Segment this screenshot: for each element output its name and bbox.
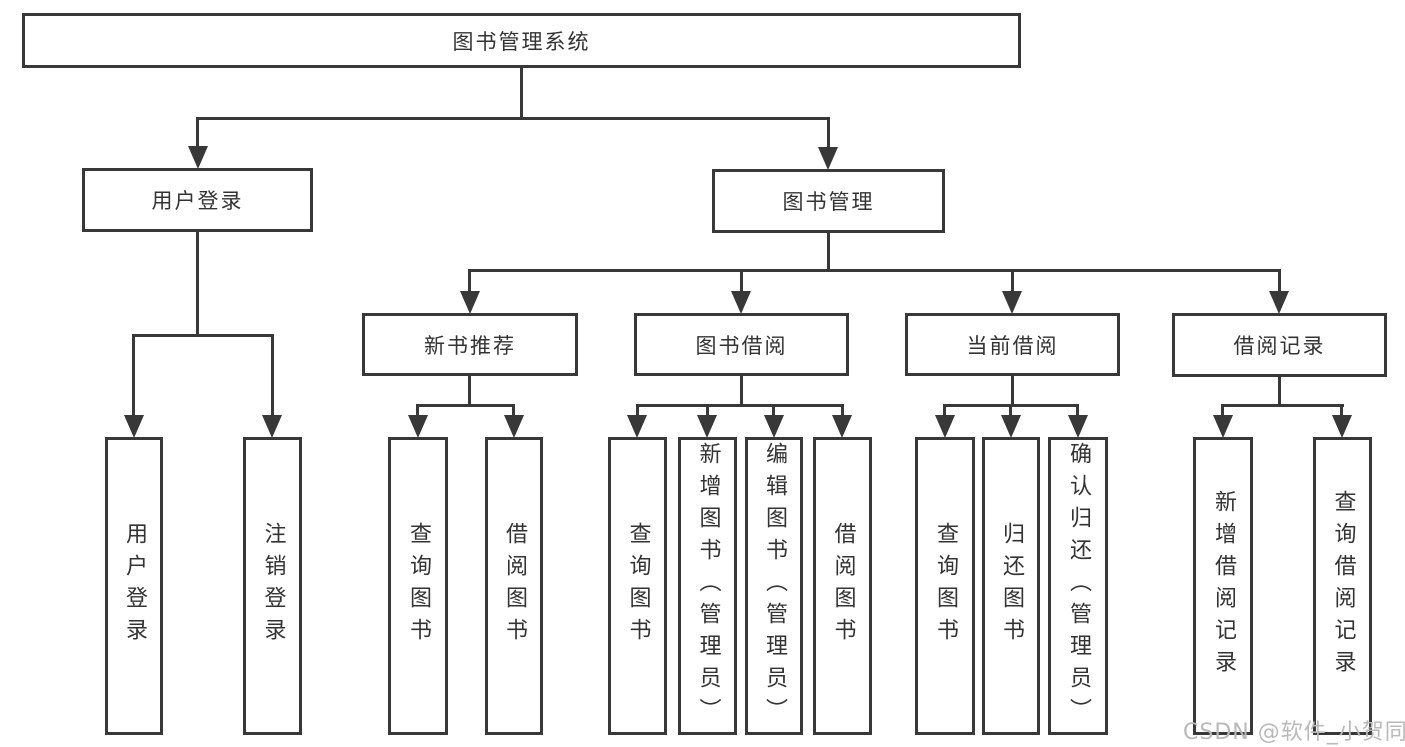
connector-line xyxy=(1278,269,1281,294)
arrow-down-icon xyxy=(408,415,428,438)
arrow-down-icon xyxy=(764,415,784,438)
leaf-user-login-label: 用户登录 xyxy=(122,522,147,650)
connector-line xyxy=(1278,377,1281,407)
arrow-down-icon xyxy=(1213,415,1233,438)
leaf-borrow-books-recommend-label: 借阅图书 xyxy=(502,522,527,650)
leaf-query-borrow-record-label: 查询借阅记录 xyxy=(1330,490,1356,682)
arrow-down-icon xyxy=(1001,415,1021,438)
arrow-down-icon xyxy=(504,415,524,438)
arrow-down-icon xyxy=(818,147,838,170)
leaf-query-books-recommend-label: 查询图书 xyxy=(406,522,431,650)
connector-line xyxy=(196,117,830,120)
arrow-down-icon xyxy=(935,415,955,438)
arrow-down-icon xyxy=(1068,415,1088,438)
arrow-down-icon xyxy=(731,291,751,314)
connector-line xyxy=(1221,404,1344,407)
node-user-login: 用户登录 xyxy=(82,168,313,232)
connector-line xyxy=(196,232,199,336)
arrow-down-icon xyxy=(697,415,717,438)
leaf-edit-books-admin: 编辑图书（管理员） xyxy=(745,437,803,735)
connector-line xyxy=(416,404,515,407)
csdn-watermark: CSDN @软件_小贺同学 xyxy=(1183,720,1405,745)
node-root: 图书管理系统 xyxy=(22,13,1021,68)
connector-line xyxy=(1009,404,1012,421)
connector-line xyxy=(827,117,830,148)
connector-line xyxy=(636,404,844,407)
leaf-return-books: 归还图书 xyxy=(982,437,1040,735)
node-current-borrowing: 当前借阅 xyxy=(905,313,1120,376)
node-book-management: 图书管理 xyxy=(712,169,945,233)
connector-line xyxy=(520,68,523,120)
leaf-query-books-current-label: 查询图书 xyxy=(933,522,958,650)
node-user-login-label: 用户登录 xyxy=(151,189,244,213)
leaf-query-books-current: 查询图书 xyxy=(915,437,975,735)
connector-line xyxy=(468,269,1281,272)
leaf-logout: 注销登录 xyxy=(243,437,302,735)
leaf-query-borrow-record: 查询借阅记录 xyxy=(1313,437,1372,735)
connector-line xyxy=(512,404,515,421)
arrow-down-icon xyxy=(627,415,647,438)
connector-line xyxy=(841,404,844,421)
leaf-borrow-books: 借阅图书 xyxy=(813,437,872,735)
connector-line xyxy=(416,404,419,421)
leaf-add-borrow-record-label: 新增借阅记录 xyxy=(1211,490,1236,682)
leaf-add-borrow-record: 新增借阅记录 xyxy=(1193,437,1253,735)
connector-line xyxy=(740,269,743,294)
leaf-confirm-return-admin-label: 确认归还（管理员） xyxy=(1066,442,1091,730)
node-current-borrowing-label: 当前借阅 xyxy=(966,333,1059,358)
connector-line xyxy=(271,334,274,420)
arrow-down-icon xyxy=(1002,291,1022,314)
connector-line xyxy=(827,233,830,272)
node-root-label: 图书管理系统 xyxy=(452,29,591,54)
connector-line xyxy=(132,334,274,337)
node-new-book-recommend: 新书推荐 xyxy=(362,313,578,376)
node-new-book-recommend-label: 新书推荐 xyxy=(424,333,516,358)
arrow-down-icon xyxy=(1332,415,1352,438)
arrow-down-icon xyxy=(832,415,852,438)
arrow-down-icon xyxy=(1269,291,1289,314)
connector-line xyxy=(196,117,199,148)
arrow-down-icon xyxy=(460,291,480,314)
leaf-query-books-borrowing-label: 查询图书 xyxy=(625,522,651,650)
connector-line xyxy=(1340,404,1343,421)
leaf-logout-label: 注销登录 xyxy=(260,522,286,650)
node-book-management-label: 图书管理 xyxy=(782,190,875,214)
leaf-add-books-admin: 新增图书（管理员） xyxy=(678,437,737,735)
node-borrowing-records: 借阅记录 xyxy=(1172,313,1387,377)
connector-line xyxy=(1076,404,1079,421)
node-borrowing-records-label: 借阅记录 xyxy=(1233,334,1326,358)
connector-line xyxy=(636,404,639,421)
leaf-user-login: 用户登录 xyxy=(105,437,163,735)
node-book-borrowing-label: 图书借阅 xyxy=(695,333,788,358)
leaf-confirm-return-admin: 确认归还（管理员） xyxy=(1048,437,1108,735)
leaf-query-books-borrowing: 查询图书 xyxy=(608,437,667,735)
leaf-add-books-admin-label: 新增图书（管理员） xyxy=(695,442,721,730)
leaf-return-books-label: 归还图书 xyxy=(999,522,1024,650)
leaf-borrow-books-label: 借阅图书 xyxy=(830,522,856,650)
arrow-down-icon xyxy=(124,415,144,438)
arrow-down-icon xyxy=(188,146,208,169)
connector-line xyxy=(740,376,743,407)
leaf-edit-books-admin-label: 编辑图书（管理员） xyxy=(762,442,787,730)
node-book-borrowing: 图书借阅 xyxy=(634,313,849,376)
connector-line xyxy=(468,269,471,294)
leaf-borrow-books-recommend: 借阅图书 xyxy=(485,437,543,735)
connector-line xyxy=(943,404,946,421)
connector-line xyxy=(772,404,775,421)
connector-line xyxy=(1011,376,1014,407)
connector-line xyxy=(132,334,135,420)
connector-line xyxy=(706,404,709,421)
connector-line xyxy=(1221,404,1224,421)
connector-line xyxy=(1011,269,1014,294)
arrow-down-icon xyxy=(262,415,282,438)
leaf-query-books-recommend: 查询图书 xyxy=(388,437,448,735)
connector-line xyxy=(468,376,471,407)
